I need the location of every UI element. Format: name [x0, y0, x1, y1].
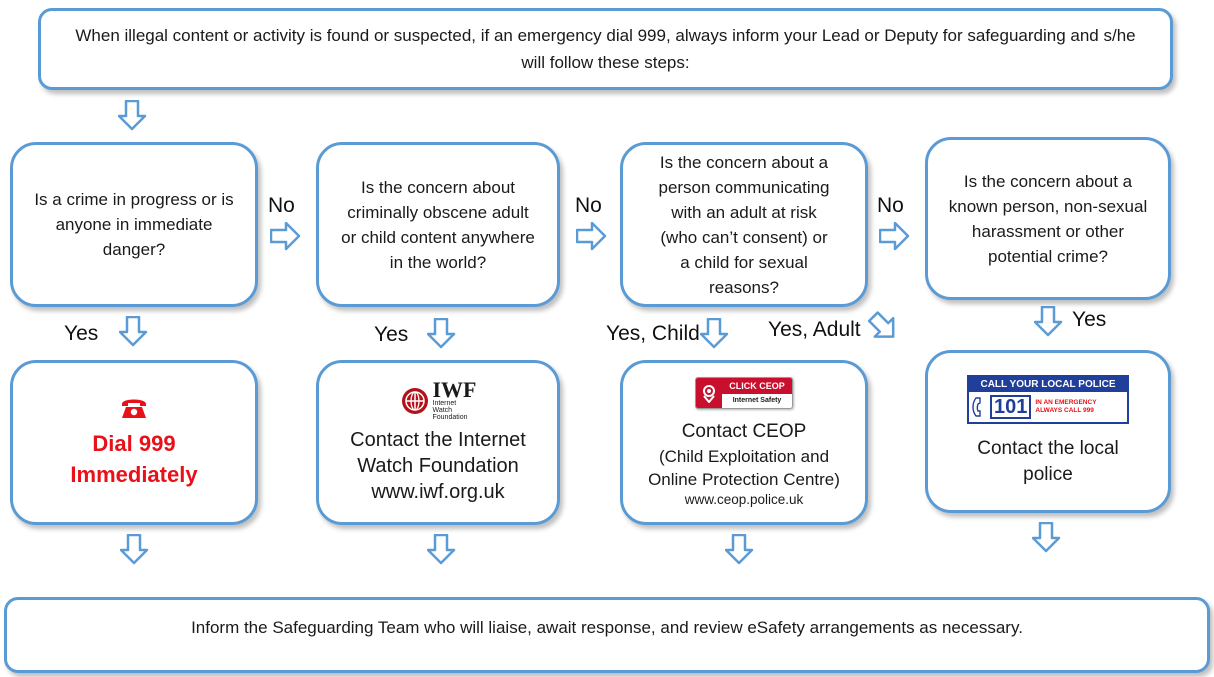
yes-adult-label: Yes, Adult: [768, 318, 861, 341]
question-box-3: Is the concern about a person communicat…: [620, 142, 868, 307]
yes-label-2: Yes: [374, 323, 409, 346]
arrow-diagonal-icon: [864, 306, 904, 346]
phone-icon: [972, 397, 981, 417]
no-label-2: No: [575, 194, 602, 217]
no-label-1: No: [268, 194, 295, 217]
question-text-2: Is the concern about criminally obscene …: [341, 177, 535, 272]
iwf-url: www.iwf.org.uk: [371, 481, 505, 503]
eye-icon: [703, 384, 715, 403]
ceop-box: CLICK CEOP Internet Safety Contact CEOP …: [620, 360, 868, 525]
arrow-down-icon: [427, 318, 456, 349]
footer-box: Inform the Safeguarding Team who will li…: [4, 597, 1210, 673]
arrow-down-icon: [120, 534, 149, 565]
arrow-down-icon: [119, 316, 148, 347]
ceop-line-2: (Child Exploitation and: [658, 446, 830, 466]
ceop-url: www.ceop.police.uk: [684, 491, 804, 507]
yes-child-label: Yes, Child: [606, 322, 700, 345]
police-logo: CALL YOUR LOCAL POLICE 101 IN AN EMERGEN…: [967, 375, 1129, 424]
arrow-down-icon: [700, 318, 729, 349]
question-box-2: Is the concern about criminally obscene …: [316, 142, 560, 307]
arrow-right-icon: [270, 222, 301, 251]
question-text-4: Is the concern about a known person, non…: [948, 171, 1148, 266]
no-label-3: No: [877, 194, 904, 217]
police-box: CALL YOUR LOCAL POLICE 101 IN AN EMERGEN…: [925, 350, 1171, 513]
ceop-logo-text: CLICK CEOP: [722, 377, 792, 394]
iwf-logo-sub-2: Watch: [432, 407, 453, 414]
arrow-down-icon: [1032, 522, 1061, 553]
iwf-box: IWF Internet Watch Foundation Contact th…: [316, 360, 560, 525]
yes-label-1: Yes: [64, 322, 99, 345]
iwf-logo-text: IWF: [432, 377, 477, 402]
globe-icon: [401, 387, 428, 414]
ceop-logo: CLICK CEOP Internet Safety: [695, 376, 793, 409]
arrow-down-icon: [1034, 306, 1063, 337]
ceop-line-3: Online Protection Centre): [648, 469, 840, 489]
footer-text: Inform the Safeguarding Team who will li…: [191, 618, 1023, 637]
arrow-down-icon: [725, 534, 754, 565]
arrow-right-icon: [879, 222, 910, 251]
iwf-line-2: Watch Foundation: [357, 455, 519, 477]
yes-label-4: Yes: [1072, 308, 1107, 331]
arrow-right-icon: [576, 222, 607, 251]
question-text-1: Is a crime in progress or is anyone in i…: [34, 190, 234, 259]
police-logo-note-1: IN AN EMERGENCY: [1035, 399, 1097, 406]
police-logo-number: 101: [990, 395, 1032, 419]
question-box-4: Is the concern about a known person, non…: [925, 137, 1171, 300]
header-text: When illegal content or activity is foun…: [75, 26, 1136, 72]
dial-999-text: Dial 999: [92, 430, 176, 456]
ceop-logo-sub: Internet Safety: [732, 396, 782, 404]
iwf-logo-sub-1: Internet: [432, 400, 457, 407]
telephone-icon: [122, 399, 146, 418]
ceop-line-1: Contact CEOP: [681, 420, 807, 442]
police-logo-note-2: ALWAYS CALL 999: [1035, 407, 1094, 414]
iwf-logo-sub-3: Foundation: [432, 414, 468, 421]
arrow-down-icon: [427, 534, 456, 565]
iwf-line-1: Contact the Internet: [350, 429, 526, 451]
dial-999-box: Dial 999 Immediately: [10, 360, 258, 525]
header-box: When illegal content or activity is foun…: [38, 8, 1173, 90]
police-logo-top: CALL YOUR LOCAL POLICE: [969, 377, 1127, 392]
question-box-1: Is a crime in progress or is anyone in i…: [10, 142, 258, 307]
iwf-logo: IWF Internet Watch Foundation: [400, 377, 477, 421]
arrow-down-icon: [118, 100, 147, 131]
police-line-2: police: [1023, 464, 1073, 485]
question-text-3: Is the concern about a person communicat…: [658, 152, 830, 297]
immediately-text: Immediately: [70, 461, 198, 487]
police-line-1: Contact the local: [977, 438, 1119, 459]
